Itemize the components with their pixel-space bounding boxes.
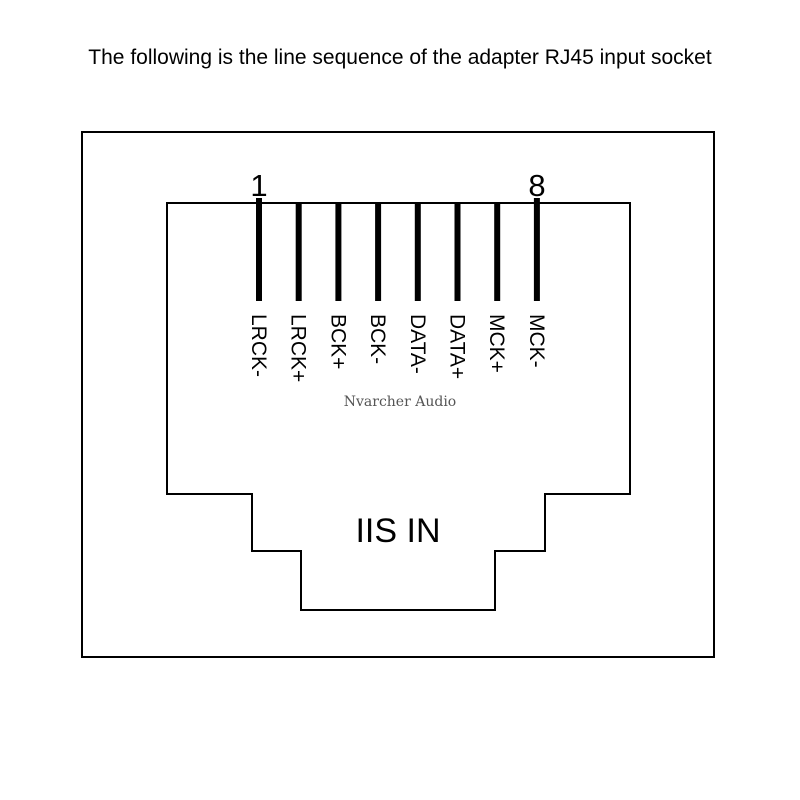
- pin-label-4: BCK-: [366, 314, 389, 364]
- port-label: IIS IN: [355, 512, 440, 550]
- pin-label-6: DATA+: [446, 314, 469, 379]
- pin-label-7: MCK+: [485, 314, 508, 373]
- pin-number-first: 1: [250, 168, 267, 203]
- pin-label-1: LRCK-: [247, 314, 270, 377]
- pin-number-last: 8: [528, 168, 545, 203]
- pins-group: LRCK- LRCK+ BCK+ BCK- DATA- DATA+ MCK+ MCK-: [247, 198, 548, 382]
- pin-label-5: DATA-: [406, 314, 429, 374]
- pin-label-2: LRCK+: [287, 314, 310, 382]
- watermark-text: Nvarcher Audio: [344, 394, 456, 410]
- pin-label-3: BCK+: [326, 314, 349, 369]
- pin-label-8: MCK-: [525, 314, 548, 368]
- outer-frame: [81, 131, 715, 658]
- diagram-title: The following is the line sequence of th…: [88, 46, 712, 69]
- socket-outline: [166, 202, 631, 611]
